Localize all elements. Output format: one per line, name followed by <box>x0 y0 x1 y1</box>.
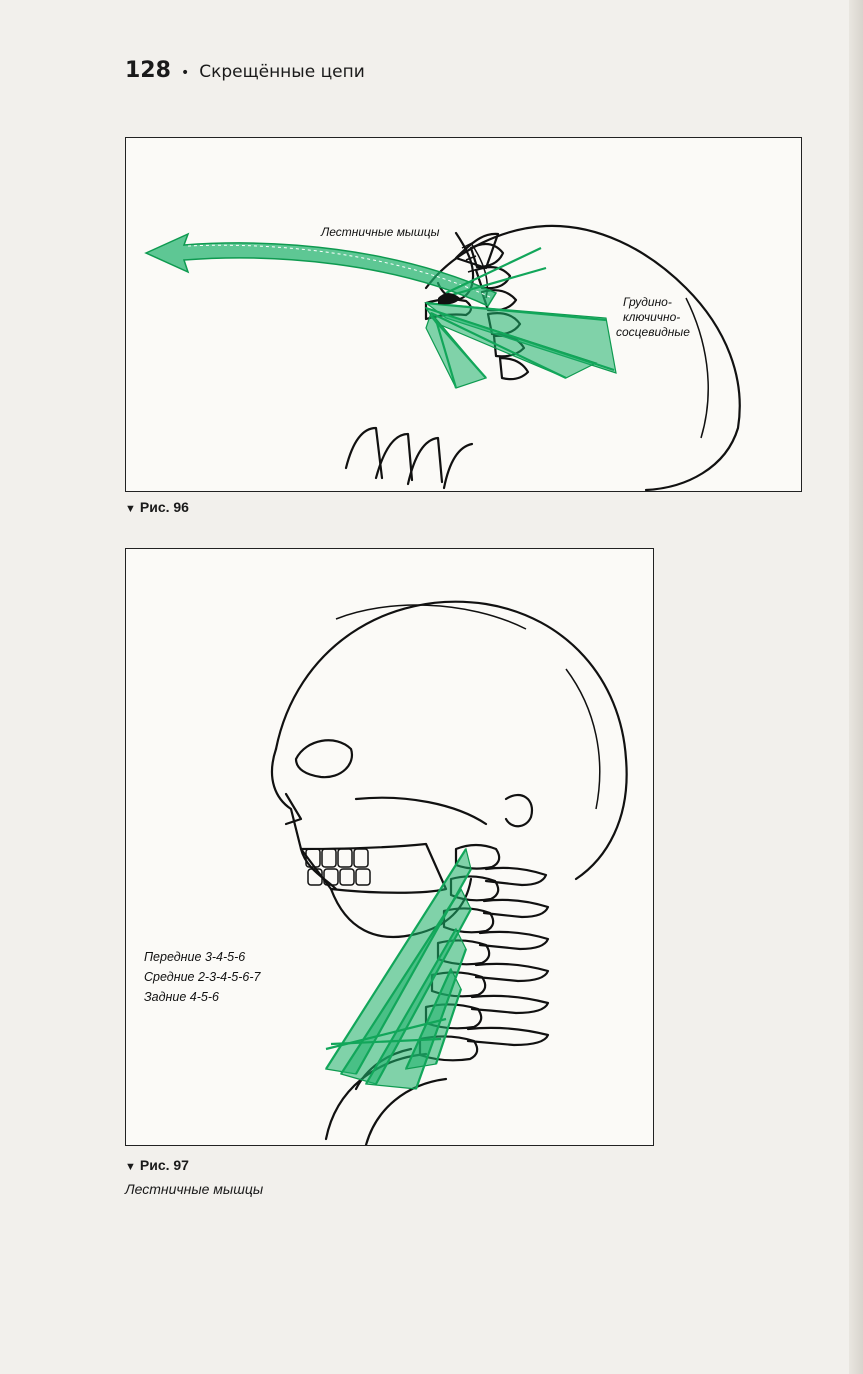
figure-96-caption-text: Рис. 96 <box>139 499 189 515</box>
label-scm-line3: сосцевидные <box>616 325 690 339</box>
header-bullet: • <box>180 65 190 81</box>
scalene-muscles <box>325 847 472 1090</box>
page-number: 128 <box>125 58 171 83</box>
scm-muscle-fan <box>423 247 617 389</box>
figure-96: Лестничные мышцы Грудино- ключично- сосц… <box>125 137 802 492</box>
teeth <box>305 848 371 886</box>
figure-97-subcaption: Лестничные мышцы <box>125 1181 264 1197</box>
label-scm-line2: ключично- <box>623 310 680 324</box>
page-edge-shadow <box>849 0 863 1374</box>
chapter-title: Скрещённые цепи <box>199 62 365 82</box>
legend-back: Задние 4-5-6 <box>144 990 219 1004</box>
figure-97-caption: ▼Рис. 97 <box>125 1157 189 1173</box>
page-header: 128 • Скрещённые цепи <box>125 58 365 83</box>
label-scm-line1: Грудино- <box>623 295 672 309</box>
figure-97: Передние 3-4-5-6 Средние 2-3-4-5-6-7 Зад… <box>125 548 654 1146</box>
caption-triangle-icon: ▼ <box>125 503 136 515</box>
caption-triangle-icon: ▼ <box>125 1161 136 1173</box>
figure-96-illustration: Лестничные мышцы Грудино- ключично- сосц… <box>144 224 741 491</box>
figure-97-illustration: Передние 3-4-5-6 Средние 2-3-4-5-6-7 Зад… <box>144 600 628 1145</box>
scalene-arrow <box>144 232 498 307</box>
label-scalene: Лестничные мышцы <box>320 225 440 239</box>
figure-96-caption: ▼Рис. 96 <box>125 499 189 515</box>
figure-97-caption-text: Рис. 97 <box>139 1157 189 1173</box>
legend-middle: Средние 2-3-4-5-6-7 <box>144 970 262 984</box>
legend-front: Передние 3-4-5-6 <box>144 950 245 964</box>
